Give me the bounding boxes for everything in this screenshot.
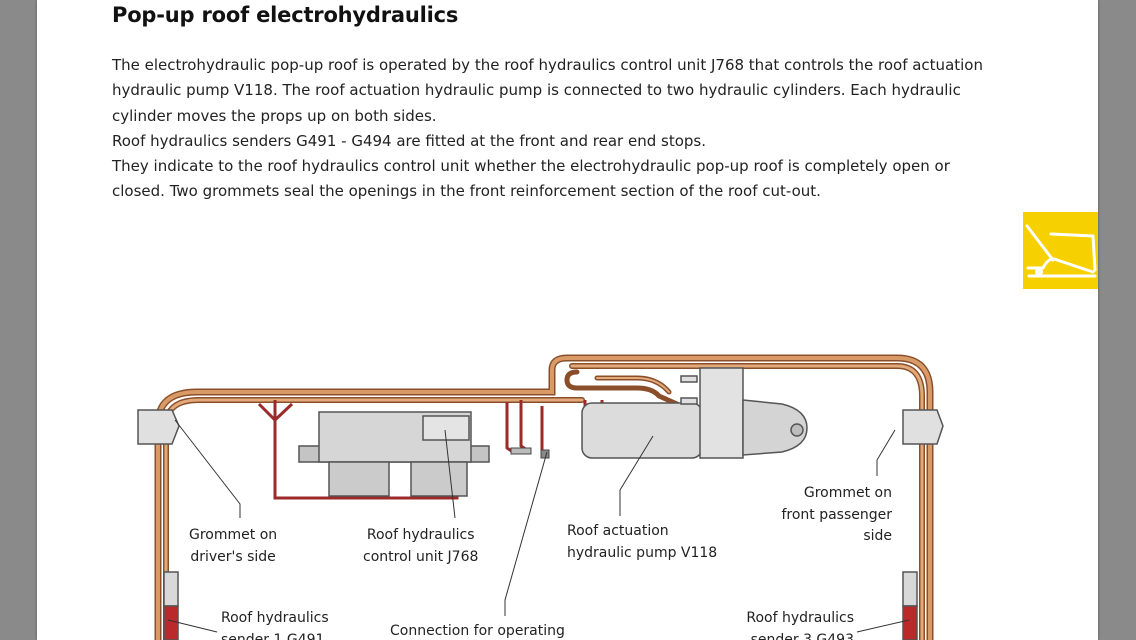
label-connection: Connection for operating (390, 623, 565, 639)
paragraph-1: The electrohydraulic pop-up roof is oper… (112, 56, 983, 125)
paragraph-2: Roof hydraulics senders G491 - G494 are … (112, 131, 706, 150)
pop-up-roof-icon (1025, 224, 1097, 278)
body-text: The electrohydraulic pop-up roof is oper… (112, 53, 992, 205)
sender-shapes (163, 571, 918, 640)
label-sender-3: Roof hydraulics sender 3 G493 (746, 610, 854, 640)
label-pump: Roof actuation hydraulic pump V118 (567, 523, 718, 561)
control-unit-shape (298, 411, 490, 497)
pump-shape (581, 367, 808, 459)
roof-hydraulics-diagram (137, 354, 944, 640)
document-page: Pop-up roof electrohydraulics The electr… (37, 0, 1098, 640)
label-grommet-passenger: Grommet on front passenger side (781, 485, 892, 544)
paragraph-3: They indicate to the roof hydraulics con… (112, 157, 950, 201)
connector-shape (510, 447, 550, 459)
label-sender-1: Roof hydraulics sender 1 G491 (221, 610, 329, 640)
leader-lines (167, 419, 910, 633)
chapter-tab[interactable] (1023, 212, 1098, 289)
grommet-shapes (137, 409, 944, 445)
page-title: Pop-up roof electrohydraulics (112, 3, 459, 27)
label-control-unit: Roof hydraulics control unit J768 (363, 527, 479, 565)
label-grommet-driver: Grommet on driver's side (189, 527, 278, 565)
